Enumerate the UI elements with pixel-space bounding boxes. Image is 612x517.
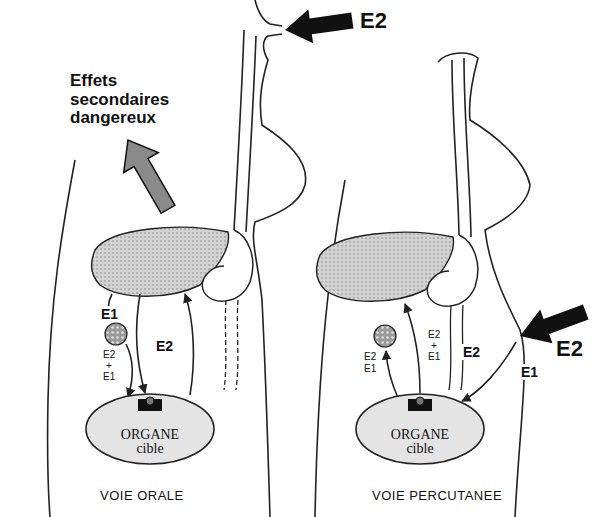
drawing-stroke: [185, 294, 193, 395]
target-organ: ORGANE cible: [85, 393, 215, 465]
hormone-dot: [146, 397, 154, 405]
drawing-stroke: [427, 235, 477, 306]
hormone-label: E1: [520, 364, 539, 380]
hormone-label: E2: [155, 338, 174, 354]
drawing-stroke: [202, 230, 252, 301]
drawing-stroke: [236, 300, 238, 390]
hormone-dot: [416, 397, 424, 405]
target-organ: ORGANE cible: [355, 393, 485, 465]
organ-outline: [356, 394, 484, 464]
drawing-stroke: [255, 0, 282, 26]
flow-arrows: [386, 304, 516, 401]
drawing-stroke: [224, 300, 226, 390]
drawing-stroke: [246, 36, 256, 232]
hormone-label: +: [431, 341, 437, 351]
hormone-label: E2: [364, 352, 376, 362]
drawing-stroke: [234, 30, 244, 230]
drawing-stroke: [452, 60, 459, 235]
side-effect-arrow: [111, 130, 186, 219]
hormone-label: E1: [103, 372, 115, 382]
hormone-label: E2: [103, 350, 115, 360]
storage-organ: [374, 325, 396, 347]
drawing-stroke: [386, 351, 398, 398]
drawing-stroke: [462, 342, 516, 401]
drawing-stroke: [48, 160, 75, 517]
hormone-label: E2: [360, 8, 387, 34]
body-outline: [48, 0, 306, 517]
hormone-label: E2: [462, 344, 481, 360]
hormone-label: E1: [364, 364, 376, 374]
drawing-stroke: [405, 304, 420, 393]
hormone-label: E1: [100, 306, 119, 322]
flow-arrows: [108, 294, 193, 397]
hormone-label: E1: [428, 352, 440, 362]
hormone-label: E2: [556, 336, 583, 362]
body-outline: [315, 53, 530, 517]
organ-label: ORGANE cible: [121, 428, 179, 457]
hormone-label: +: [106, 361, 112, 371]
route-label: VOIE PERCUTANEE: [372, 488, 502, 503]
digestive-organs: [317, 232, 478, 390]
drawing-stroke: [253, 34, 305, 517]
drawing-stroke: [464, 58, 471, 237]
drawing-stroke: [126, 344, 132, 397]
digestive-organs: [92, 227, 253, 390]
drawing-stroke: [315, 180, 345, 517]
warning-label: Effets secondaires dangereux: [70, 72, 182, 128]
drawing-stroke: [449, 305, 451, 390]
drawing-stroke: [105, 323, 127, 345]
hormone-label: E2: [428, 330, 440, 340]
organ-label: ORGANE cible: [391, 428, 449, 457]
intake-arrow: [283, 4, 355, 47]
drawing-stroke: [137, 294, 145, 393]
route-label: VOIE ORALE: [100, 488, 184, 503]
organ-outline: [86, 394, 214, 464]
